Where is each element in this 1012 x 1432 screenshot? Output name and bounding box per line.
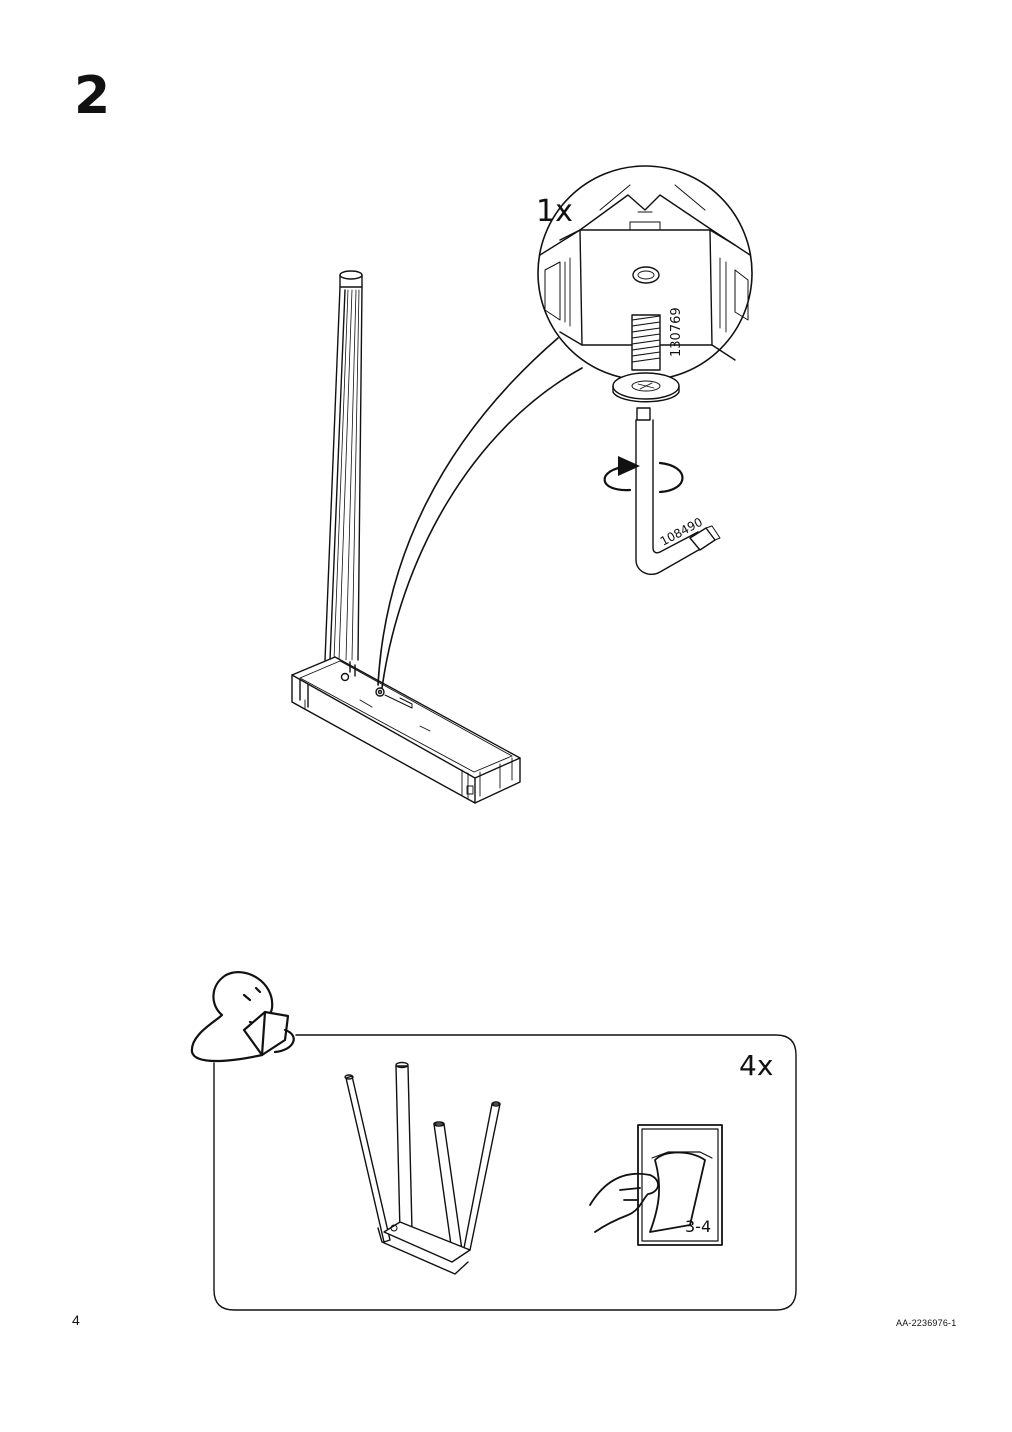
- allen-key-drawing: [635, 407, 721, 576]
- hint-page-reference: 3-4: [685, 1217, 711, 1236]
- reading-person-icon: [190, 971, 295, 1063]
- bolt-drawing: [612, 314, 680, 403]
- detail-magnifier: [537, 165, 753, 381]
- leg-post-drawing: [324, 270, 363, 661]
- hint-quantity: 4x: [739, 1049, 773, 1082]
- bolt-part-number: 130769: [669, 307, 684, 357]
- hint-box: [213, 1034, 797, 1311]
- detail-quantity: 1x: [536, 194, 573, 229]
- page-number: 4: [72, 1312, 80, 1328]
- frame-tray-drawing: [291, 656, 521, 804]
- step-number: 2: [74, 66, 111, 126]
- assembled-frame-drawing: [344, 1061, 501, 1275]
- document-id: AA-2236976-1: [896, 1318, 957, 1328]
- manual-page-icon: [589, 1124, 723, 1246]
- rotation-arrow: [603, 456, 684, 494]
